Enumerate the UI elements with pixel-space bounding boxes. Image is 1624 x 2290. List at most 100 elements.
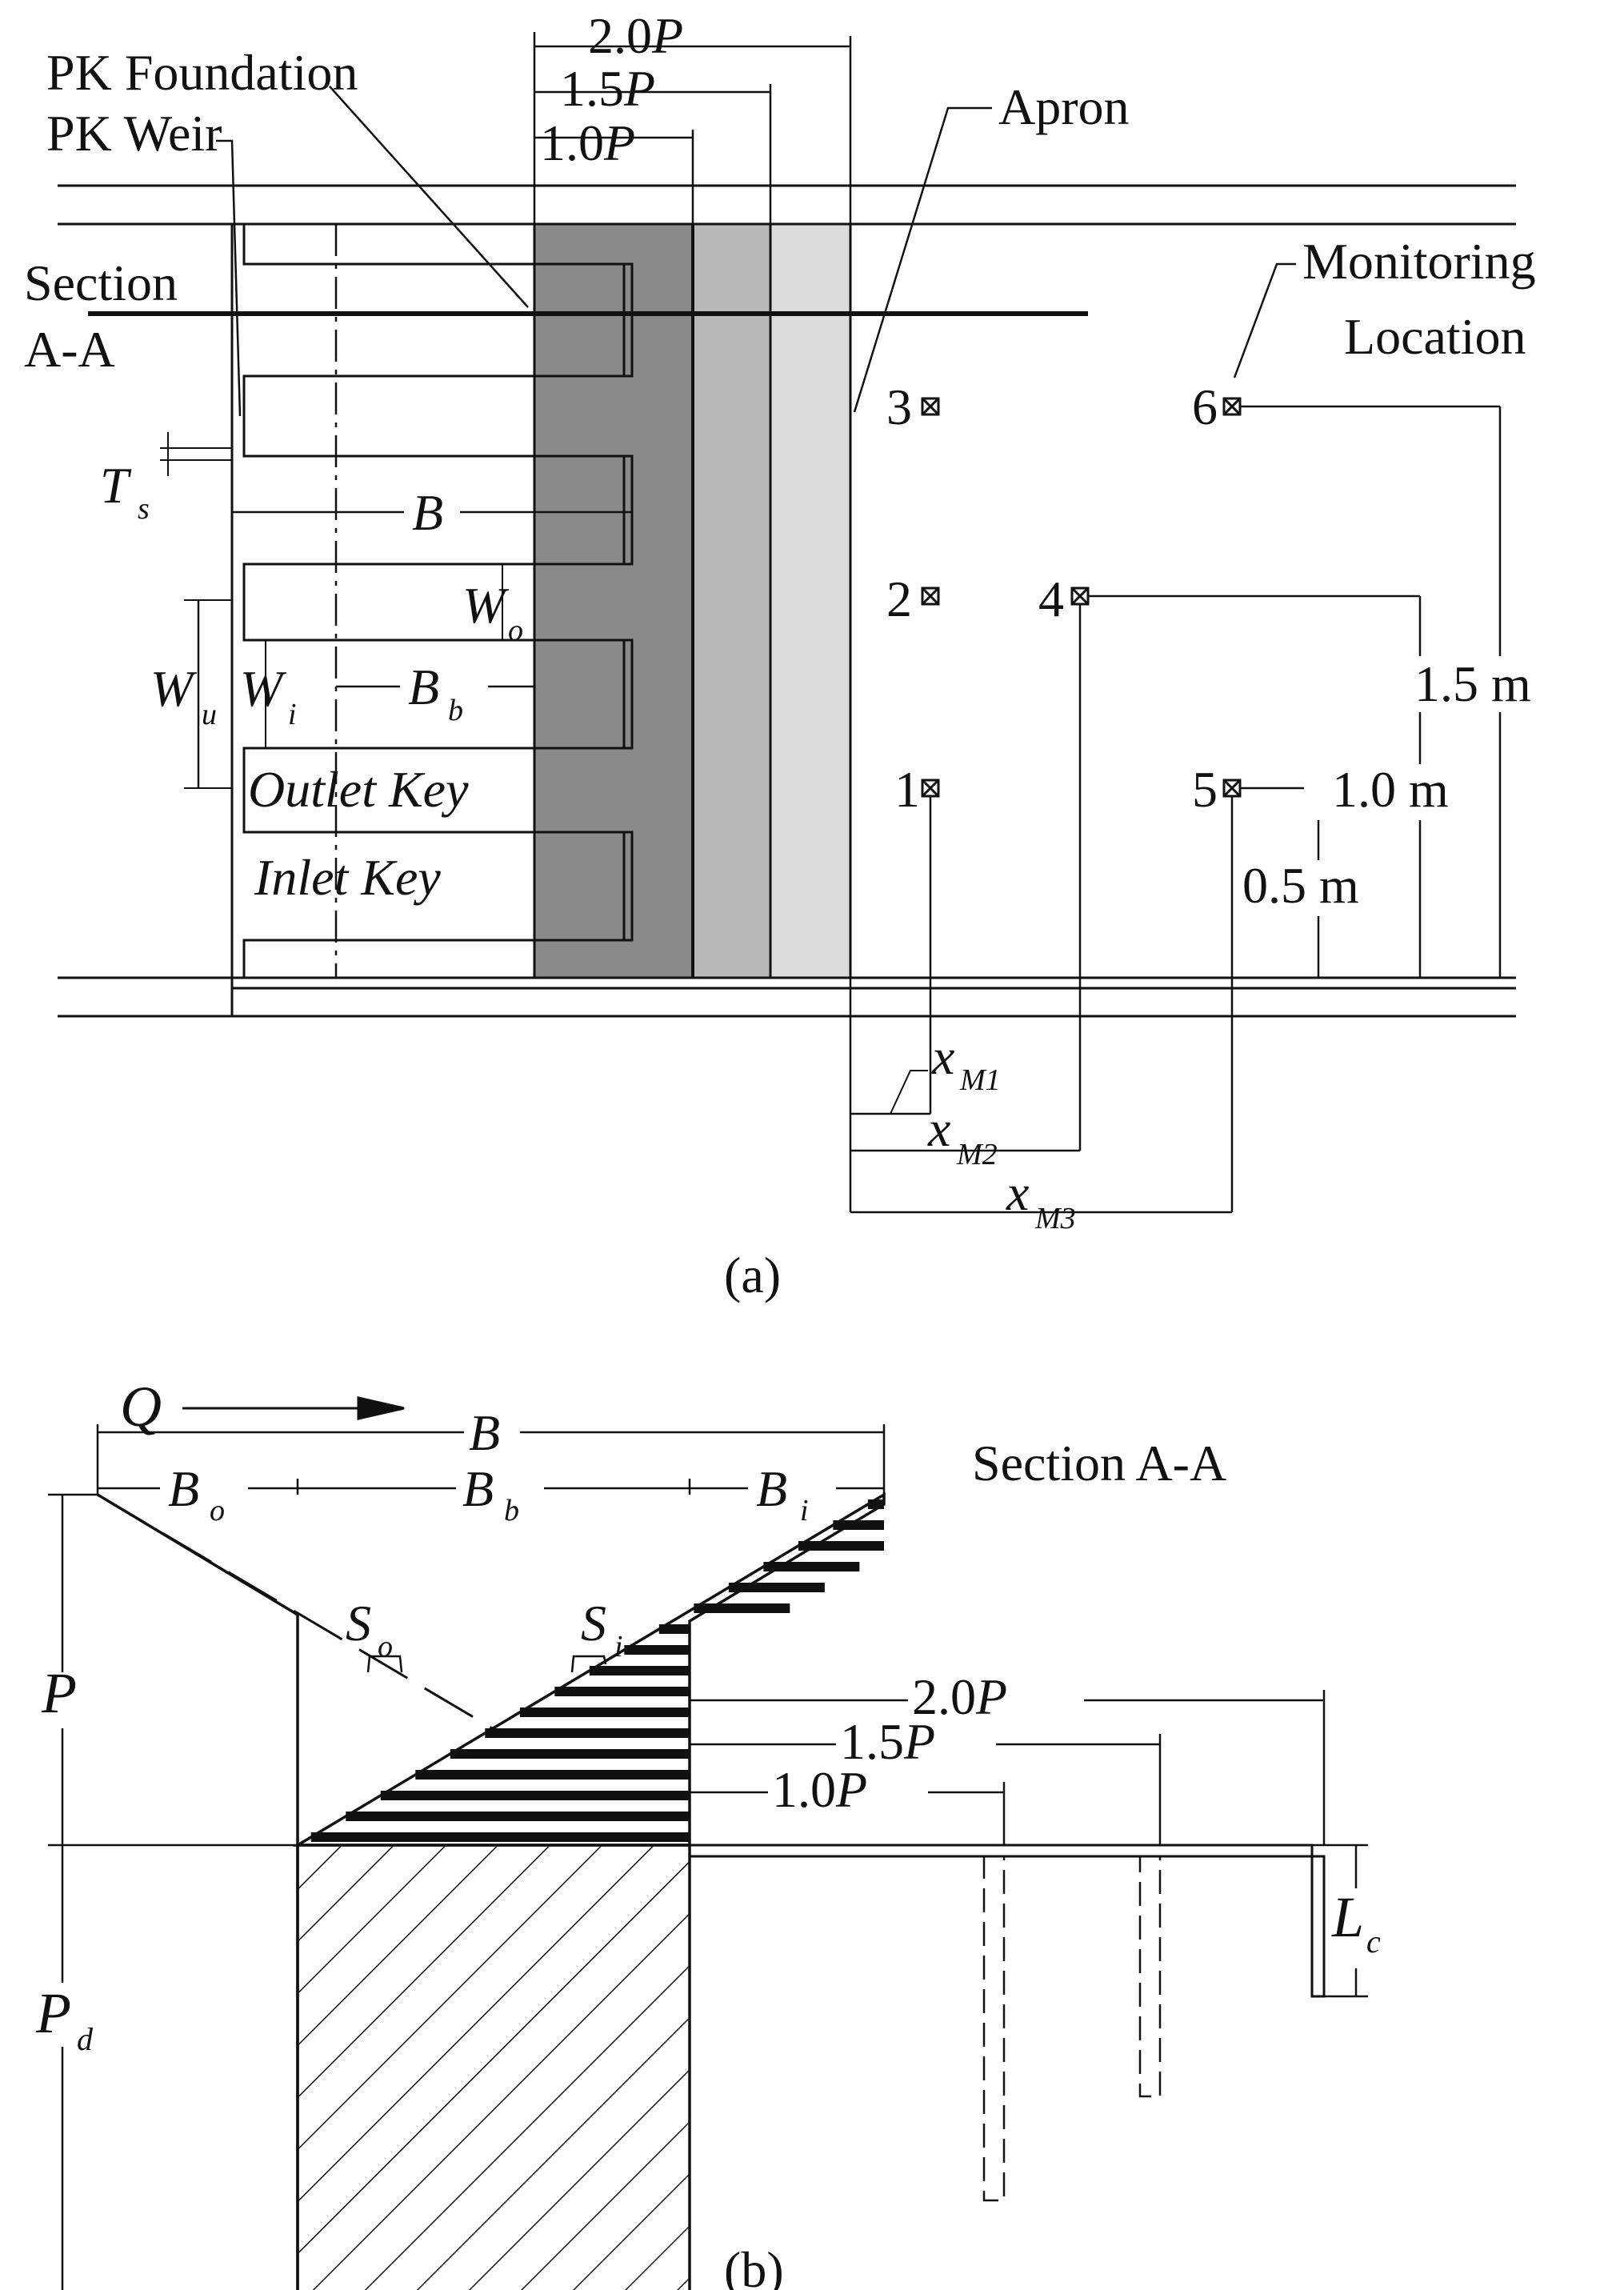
label-ts: T bbox=[100, 457, 132, 514]
monitoring-label-6: 6 bbox=[1192, 378, 1218, 435]
label-wi-sub: i bbox=[288, 698, 297, 731]
inlet-key-rung bbox=[728, 1583, 825, 1592]
pk-foundation-leader bbox=[329, 86, 529, 308]
inlet-key-rung bbox=[554, 1687, 690, 1696]
label-location: Location bbox=[1344, 308, 1526, 365]
inlet-key-rung bbox=[658, 1624, 690, 1634]
monitoring-label-2: 2 bbox=[886, 570, 912, 627]
label-b-b: B bbox=[469, 1404, 500, 1461]
flow-arrow-head bbox=[357, 1396, 405, 1420]
inlet-key-rung bbox=[589, 1666, 690, 1675]
label-apron: Apron bbox=[998, 78, 1130, 135]
xm1-leader bbox=[890, 1070, 928, 1115]
foundation-block bbox=[296, 1844, 691, 2290]
inlet-key-rung bbox=[519, 1707, 690, 1717]
label-section-aa: A-A bbox=[24, 321, 115, 378]
monitoring-label-3: 3 bbox=[886, 378, 912, 435]
label-xm3-sub: M3 bbox=[1034, 1202, 1076, 1235]
label-xm1-sub: M1 bbox=[959, 1063, 1001, 1097]
monitoring-leader bbox=[1233, 262, 1296, 378]
inlet-key-rung bbox=[310, 1832, 690, 1842]
dim-2p-label: 2.0P bbox=[588, 7, 683, 64]
label-lc-sub: c bbox=[1366, 1924, 1381, 1960]
monitoring-label-5: 5 bbox=[1192, 761, 1218, 818]
monitoring-marker-1 bbox=[921, 779, 940, 798]
apron-slab bbox=[690, 1844, 1326, 1998]
dim-10p-b-label: 1.0P bbox=[772, 1761, 867, 1818]
label-so-sub: o bbox=[378, 1630, 393, 1663]
label-lc: L bbox=[1331, 1885, 1364, 1949]
monitoring-marker-5 bbox=[1222, 779, 1242, 798]
dim-2p-b-label: 2.0P bbox=[912, 1668, 1007, 1725]
panel-b-labels: Q Section A-A B B o B b B i S o S i P P … bbox=[24, 1375, 1400, 2290]
label-section: Section bbox=[24, 254, 178, 311]
label-0p5m: 0.5 m bbox=[1242, 857, 1359, 914]
label-pk-foundation: PK Foundation bbox=[46, 44, 358, 101]
inlet-key-rung bbox=[485, 1728, 690, 1738]
inlet-key-rung bbox=[380, 1791, 690, 1800]
inlet-key-rung bbox=[867, 1499, 884, 1509]
label-bb-b: B bbox=[462, 1460, 494, 1517]
pk-foundation-zone bbox=[533, 222, 694, 979]
label-bo-sub: o bbox=[210, 1494, 225, 1527]
label-wu: W bbox=[150, 660, 198, 717]
inlet-key-rung bbox=[624, 1645, 690, 1655]
caption-b: (b) bbox=[724, 2241, 784, 2290]
monitoring-label-4: 4 bbox=[1038, 570, 1064, 627]
label-monitoring: Monitoring bbox=[1302, 233, 1536, 290]
label-wo: W bbox=[462, 577, 510, 634]
pk-weir-leader bbox=[216, 139, 242, 417]
label-pd-sub: d bbox=[77, 2021, 94, 2057]
label-bb-b-sub: b bbox=[504, 1494, 519, 1527]
pk-weir-inner-outline bbox=[242, 224, 626, 978]
inlet-key-rung bbox=[798, 1541, 884, 1551]
so-bracket bbox=[366, 1655, 403, 1673]
inlet-key-rung bbox=[763, 1562, 860, 1571]
inlet-key-rung bbox=[694, 1603, 790, 1613]
label-xm2-sub: M2 bbox=[956, 1138, 998, 1171]
panel-a-labels: PK Foundation PK Weir Apron Section A-A … bbox=[24, 7, 1556, 1303]
label-xm1: x bbox=[931, 1028, 954, 1085]
inlet-key-rung bbox=[346, 1812, 690, 1821]
monitoring-marker-2 bbox=[921, 587, 940, 606]
dim-10p-label: 1.0P bbox=[540, 114, 635, 171]
label-pd: P bbox=[35, 1981, 71, 2045]
label-outlet-key: Outlet Key bbox=[248, 761, 469, 818]
dim-15p-label: 1.5P bbox=[560, 60, 655, 117]
label-bo: B bbox=[168, 1460, 199, 1517]
label-wu-sub: u bbox=[202, 698, 217, 731]
panel-a bbox=[58, 32, 1516, 1214]
label-1p5m: 1.5 m bbox=[1414, 655, 1531, 712]
label-section-aa-b: Section A-A bbox=[972, 1435, 1226, 1491]
inlet-key-rung bbox=[833, 1520, 884, 1530]
inlet-key-rung bbox=[450, 1749, 690, 1759]
apron-leader bbox=[853, 106, 992, 413]
label-ts-sub: s bbox=[138, 492, 150, 526]
caption-a: (a) bbox=[724, 1247, 781, 1303]
label-si: S bbox=[581, 1595, 606, 1651]
label-wi: W bbox=[240, 660, 287, 717]
label-xm3: x bbox=[1006, 1164, 1029, 1221]
cutoff-1p5p bbox=[1138, 1855, 1162, 2098]
label-bi-sub: i bbox=[800, 1494, 809, 1527]
monitoring-marker-4 bbox=[1070, 587, 1090, 606]
panel-b bbox=[48, 1396, 1368, 2290]
label-si-sub: i bbox=[614, 1630, 623, 1663]
monitoring-marker-3 bbox=[921, 397, 940, 416]
monitoring-label-1: 1 bbox=[894, 761, 920, 818]
dim-15p-b-label: 1.5P bbox=[840, 1713, 935, 1770]
label-wo-sub: o bbox=[508, 614, 523, 647]
label-inlet-key: Inlet Key bbox=[254, 849, 441, 906]
apron-2p-zone bbox=[769, 222, 852, 979]
label-p: P bbox=[41, 1661, 77, 1725]
label-b-a: B bbox=[412, 484, 443, 541]
apron-1p5-zone bbox=[691, 222, 772, 979]
monitoring-marker-6 bbox=[1222, 397, 1242, 416]
si-bracket bbox=[570, 1655, 607, 1673]
label-bb-a: B bbox=[408, 659, 439, 715]
inlet-key-rung bbox=[415, 1770, 690, 1780]
label-xm2: x bbox=[927, 1100, 950, 1157]
label-bb-a-sub: b bbox=[448, 694, 463, 727]
outlet-key-wall bbox=[97, 1493, 299, 2290]
